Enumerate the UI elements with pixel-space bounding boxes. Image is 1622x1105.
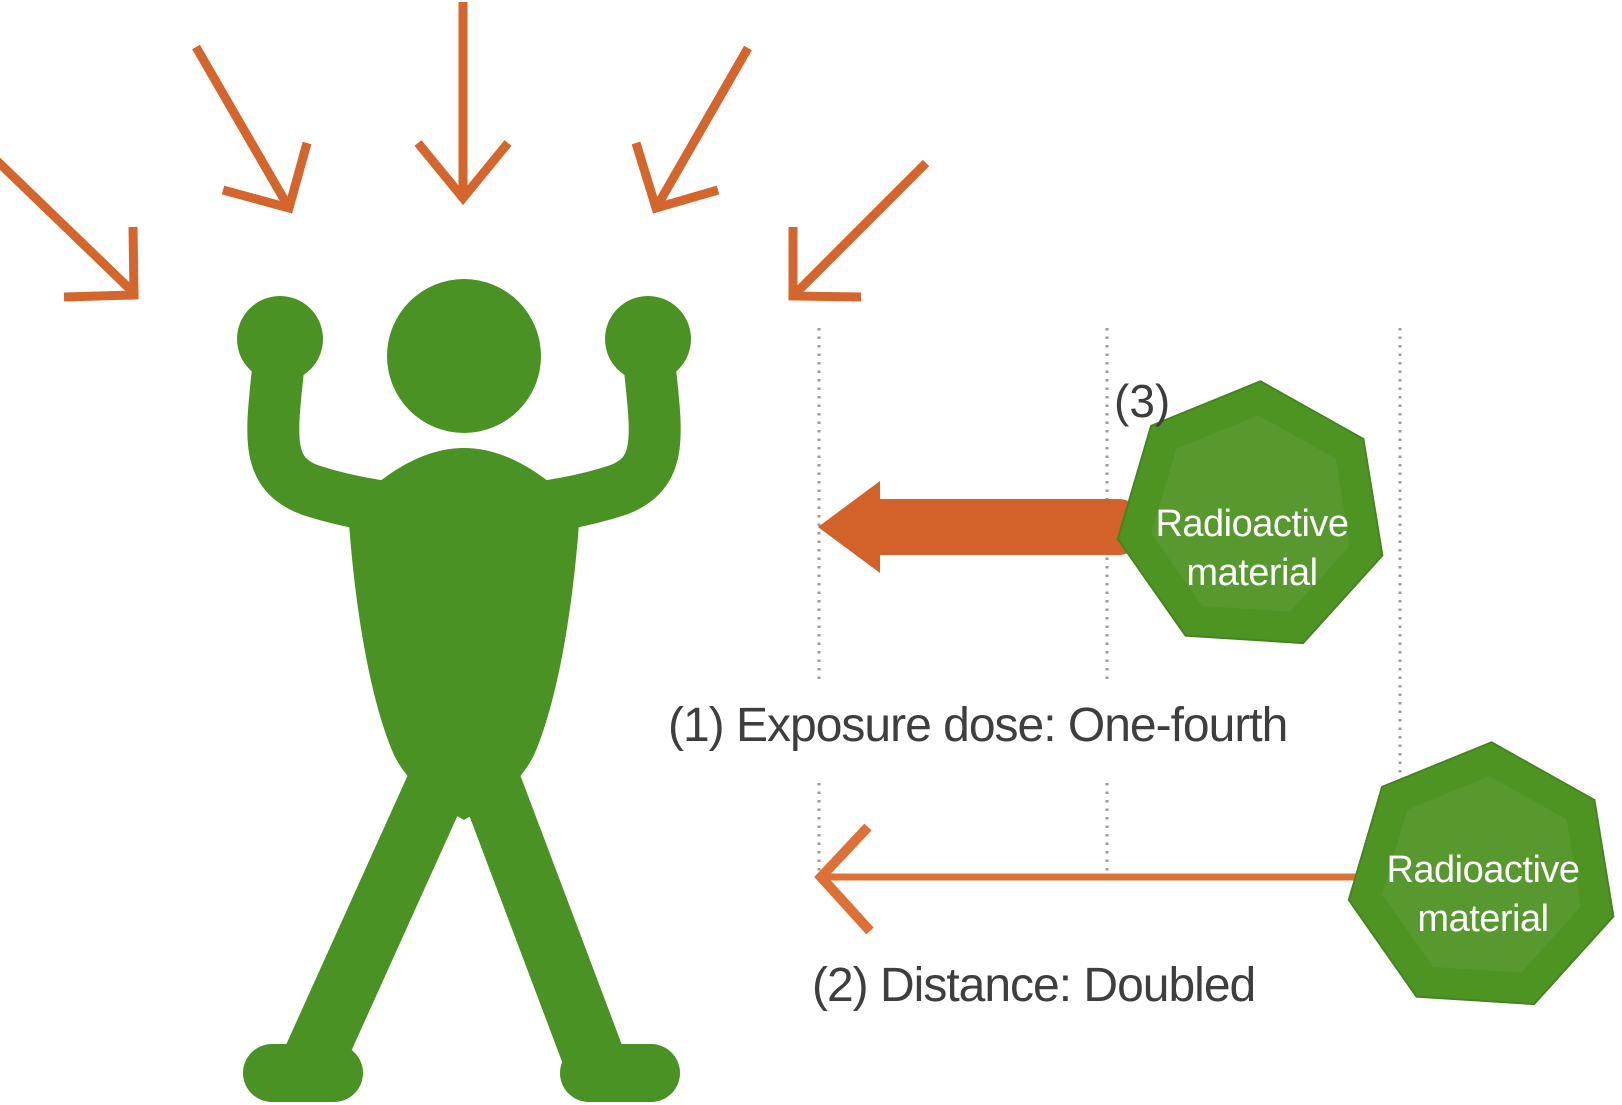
radiation-arrow-far-right-icon xyxy=(788,159,930,302)
radiation-arrow-far-left-icon xyxy=(0,157,139,302)
distance-doubled-caption: (2) Distance: Doubled xyxy=(812,959,1256,1012)
position-3-label: (3) xyxy=(1114,375,1171,427)
radioactive-material-label-far: Radioactive material xyxy=(1323,846,1622,944)
person-torso xyxy=(348,448,580,820)
person-figure xyxy=(237,279,691,1102)
radioactive-heptagon-far xyxy=(1347,741,1615,1006)
person-right-foot xyxy=(560,1044,680,1102)
radioactive-label-line2: material xyxy=(1186,552,1318,594)
radiation-arrow-left-icon xyxy=(192,44,312,214)
person-left-foot xyxy=(243,1044,363,1102)
distance-reference-lines xyxy=(817,328,1402,872)
exposure-dose-caption: (1) Exposure dose: One-fourth xyxy=(668,699,1288,752)
radioactive-label-line1: Radioactive xyxy=(1155,503,1349,545)
radioactive-material-label-near: Radioactive material xyxy=(1092,500,1412,598)
radioactive-heptagon-near xyxy=(1116,380,1384,645)
person-head xyxy=(387,279,541,433)
person-left-leg xyxy=(284,757,467,1087)
incoming-radiation-arrows-icon xyxy=(0,2,930,302)
thin-distance-arrow-icon xyxy=(814,823,1356,935)
radioactive-label-line2: material xyxy=(1417,898,1549,940)
radiation-arrow-right-icon xyxy=(631,45,752,214)
thick-distance-arrow-icon xyxy=(818,481,1146,573)
person-right-leg xyxy=(461,757,624,1087)
radioactive-label-line1: Radioactive xyxy=(1386,849,1580,891)
radiation-arrow-center-icon xyxy=(414,2,512,206)
